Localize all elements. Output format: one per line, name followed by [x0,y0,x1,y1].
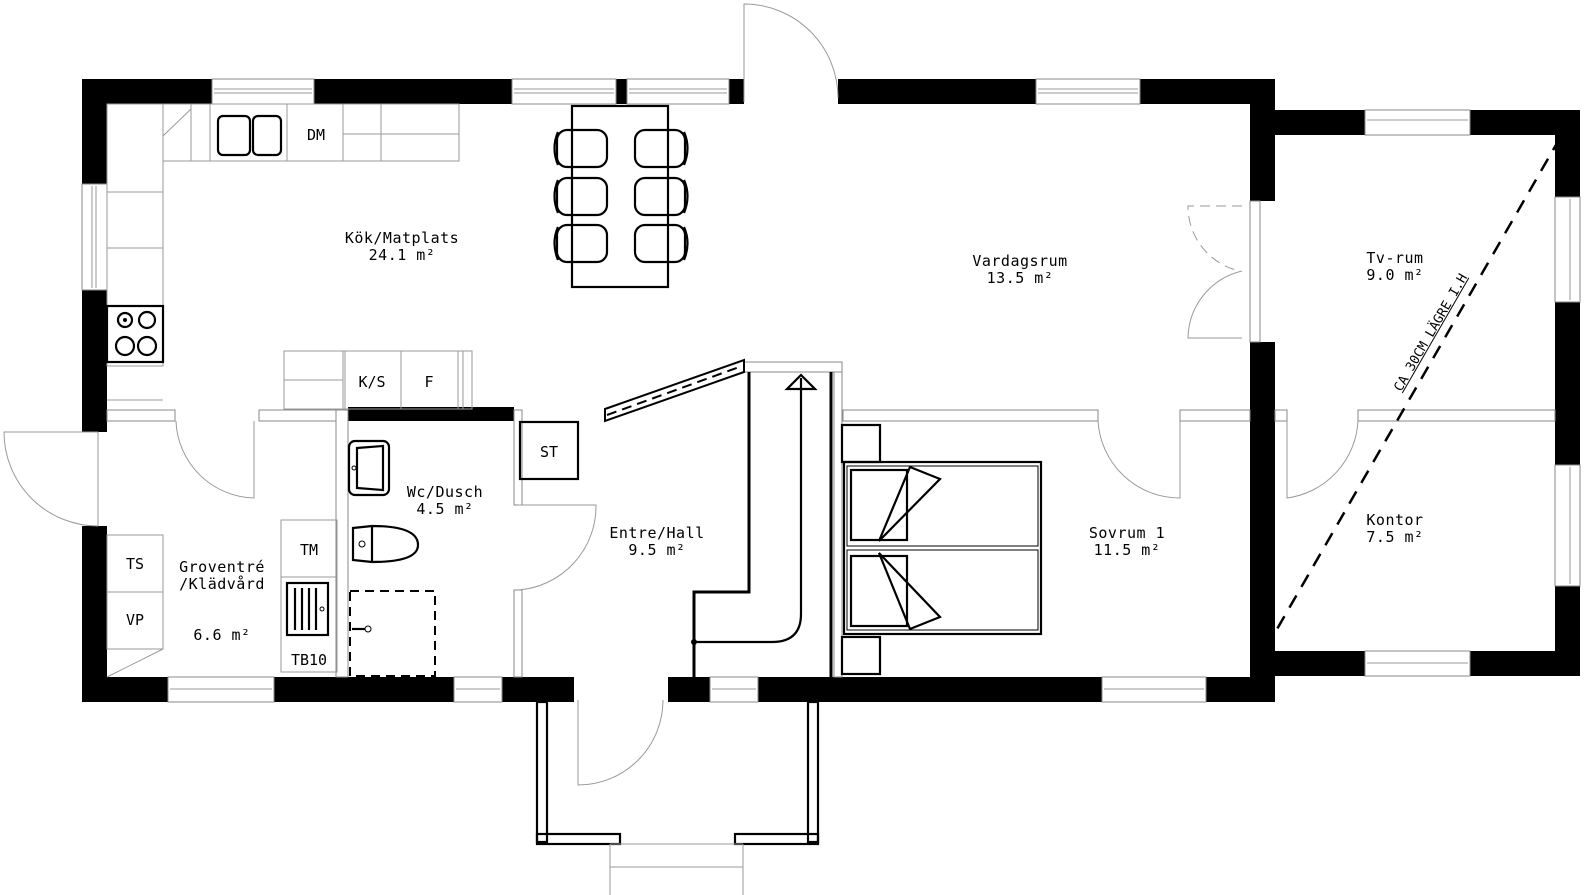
room-name: Kök/Matplats [344,229,460,247]
room-label-entre: Entre/Hall 9.5 m² [609,525,704,559]
room-area: 7.5 m² [1366,528,1424,546]
storage-cabinet [518,420,580,481]
windows [81,78,1581,703]
fixture-vp: VP [125,611,145,629]
room-label-groventre: Groventré /Klädvård 6.6 m² [179,525,265,661]
room-label-tvrum: Tv-rum 9.0 m² [1366,250,1423,284]
room-area: 11.5 m² [1093,541,1161,559]
chairs [553,128,689,264]
room-name: Wc/Dusch [406,483,484,501]
double-bed [840,423,1043,676]
fixture-tb10: TB10 [290,651,328,669]
room-label-sovrum1: Sovrum 1 11.5 m² [1089,525,1165,559]
kitchen-counters [105,103,473,410]
room-area: 4.5 m² [416,500,474,518]
room-label-vardagsrum: Vardagsrum 13.5 m² [972,253,1067,287]
porch [535,700,820,895]
staircase [691,372,833,677]
ceiling-height-line [1263,137,1562,651]
doors [3,3,1359,786]
room-label-kontor: Kontor 7.5 m² [1366,512,1423,546]
fixture-ks: K/S [358,373,386,391]
dining-table [553,104,689,289]
room-area: 9.5 m² [628,541,686,559]
room-label-wc: Wc/Dusch 4.5 m² [407,484,483,518]
fixture-dm: DM [306,126,326,144]
bathroom-fixtures [347,439,436,677]
room-area: 6.6 m² [193,626,251,644]
room-name: Entre/Hall [609,524,705,542]
room-area: 13.5 m² [986,269,1054,287]
room-label-kok: Kök/Matplats 24.1 m² [345,230,459,264]
interior-walls [106,200,1556,678]
room-area: 9.0 m² [1366,266,1424,284]
room-area: 24.1 m² [368,246,436,264]
room-name: Sovrum 1 [1088,524,1166,542]
room-name: Tv-rum [1366,249,1424,267]
fixture-ts: TS [125,555,145,573]
fixture-f: F [424,373,434,391]
fixture-tm: TM [299,541,319,559]
fixture-st: ST [539,443,559,461]
room-name: Kontor [1366,511,1424,529]
room-name: Vardagsrum [972,252,1068,270]
room-name: Groventré /Klädvård [179,558,265,593]
laundry-fixtures [106,519,338,678]
